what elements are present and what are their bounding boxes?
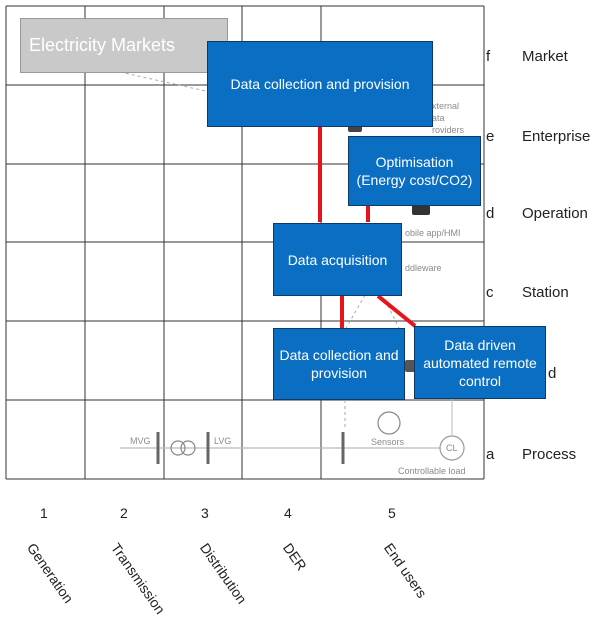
zone-name-enterprise: Enterprise xyxy=(522,128,591,145)
domain-number-5: 5 xyxy=(388,505,396,521)
zone-letter-f: f xyxy=(486,48,491,65)
zone-name-station: Station xyxy=(522,284,569,301)
domain-number-3: 3 xyxy=(201,505,209,521)
zone-letter-d: d xyxy=(486,205,495,222)
controllable-load-label: Controllable load xyxy=(398,466,466,476)
zone-letter-a: a xyxy=(486,446,495,463)
data-collection-box-field: Data collection and provision xyxy=(273,328,405,400)
cl-label: CL xyxy=(446,443,458,453)
sensor-icon xyxy=(377,411,401,435)
data-acquisition-box: Data acquisition xyxy=(273,223,402,296)
lvg-label: LVG xyxy=(214,436,232,446)
zone-letter-c: c xyxy=(486,284,494,301)
zone-letter-e: e xyxy=(486,128,495,145)
sensors-label: Sensors xyxy=(371,437,405,447)
transformer-icon xyxy=(170,440,186,456)
remote-control-box: Data driven automated remote control xyxy=(414,326,546,399)
mobile-app-label: obile app/HMI xyxy=(405,228,461,238)
domain-number-2: 2 xyxy=(120,505,128,521)
electricity-markets-box: Electricity Markets xyxy=(20,18,228,73)
domain-number-4: 4 xyxy=(284,505,292,521)
external-data-label: xternal ata roviders xyxy=(432,101,465,135)
zone-name-process: Process xyxy=(522,446,577,463)
optimisation-box: Optimisation (Energy cost/CO2) xyxy=(348,136,481,206)
mvg-label: MVG xyxy=(130,436,151,446)
zone-name-market: Market xyxy=(522,48,568,65)
domain-number-1: 1 xyxy=(40,505,48,521)
data-collection-box-enterprise: Data collection and provision xyxy=(207,41,433,127)
middleware-label: ddleware xyxy=(405,263,442,273)
zone-name-operation: Operation xyxy=(522,205,588,222)
zone-letter-b: d xyxy=(548,365,557,382)
mobile-app-icon xyxy=(412,205,430,215)
